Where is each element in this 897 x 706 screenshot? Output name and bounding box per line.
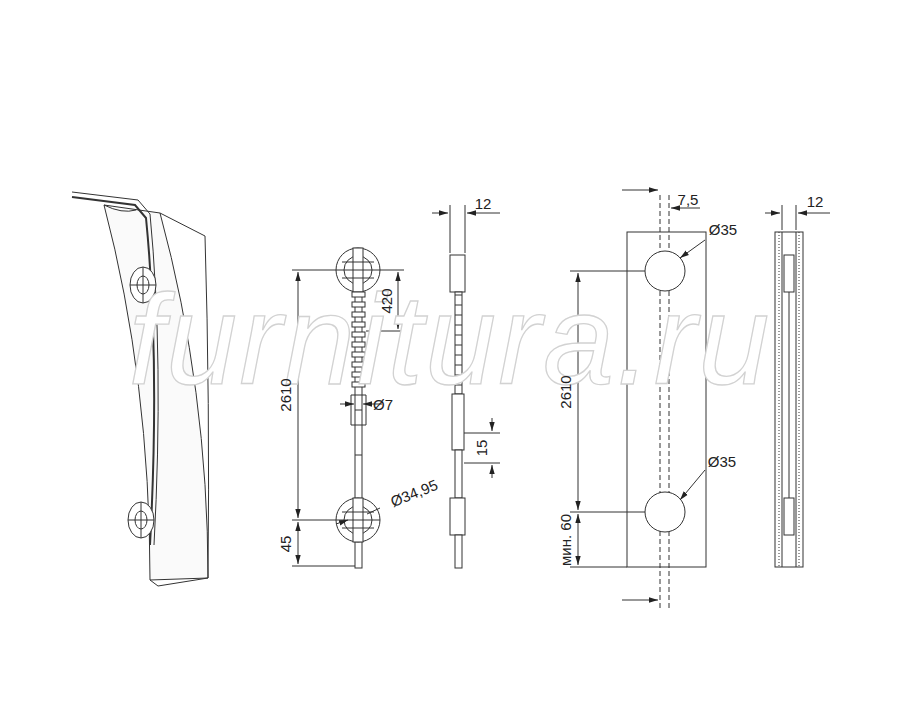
dimension: 12 — [807, 194, 824, 209]
dimension: 12 — [475, 196, 492, 211]
dimension: Ø35 — [708, 454, 736, 469]
dimension: 15 — [474, 440, 489, 457]
watermark: furnitura.ru — [129, 276, 772, 404]
dimension: 420 — [379, 288, 394, 313]
dimension: Ø7 — [373, 397, 393, 412]
dimension: Ø34,95 — [388, 477, 439, 509]
dimension: 2610 — [278, 378, 293, 411]
dimension: Ø35 — [709, 222, 737, 237]
dimension: 45 — [278, 536, 293, 553]
dimension: 7,5 — [678, 192, 699, 207]
dimension: мин. 60 — [558, 514, 573, 566]
dimension: 2610 — [558, 375, 573, 408]
